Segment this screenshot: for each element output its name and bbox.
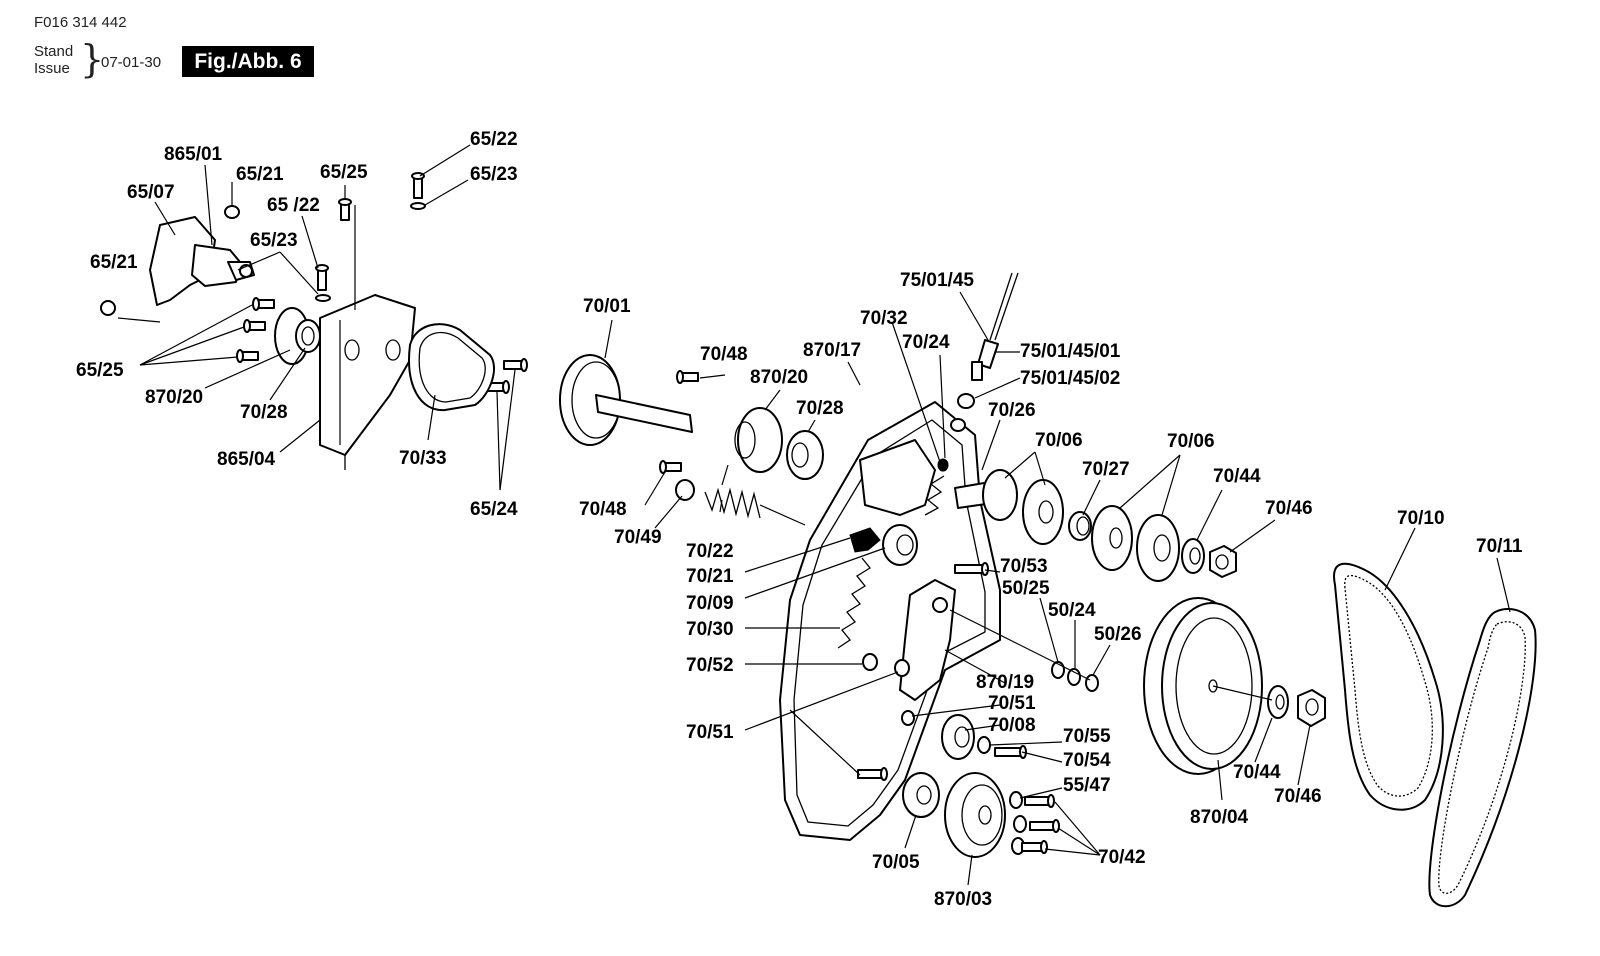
part-label-65-21-top: 65/21	[236, 164, 284, 185]
part-label-870-17: 870/17	[803, 340, 861, 361]
part-label-65-07: 65/07	[127, 182, 175, 203]
part-label-70-48-top: 70/48	[700, 344, 748, 365]
gear-shaft-70-01-part	[559, 354, 693, 446]
part-label-870-19: 870/19	[976, 672, 1034, 693]
part-label-70-54: 70/54	[1063, 750, 1111, 771]
part-label-70-24: 70/24	[902, 332, 950, 353]
plate-fastener-parts	[862, 653, 1099, 726]
part-label-70-49: 70/49	[614, 527, 662, 548]
issue-date: 07-01-30	[101, 54, 162, 71]
part-label-65-21-left: 65/21	[90, 252, 138, 273]
part-label-70-44-bottom: 70/44	[1233, 762, 1281, 783]
belt-70-11-part	[1428, 608, 1537, 908]
part-label-70-30: 70/30	[686, 619, 734, 640]
part-label-65-23: 65/23	[470, 164, 518, 185]
document-number: F016 314 442	[34, 14, 127, 31]
part-label-75-01-45: 75/01/45	[900, 270, 974, 291]
figure-badge: Fig./Abb. 6	[182, 46, 314, 77]
part-label-70-33: 70/33	[399, 448, 447, 469]
part-label-870-03: 870/03	[934, 889, 992, 910]
part-label-70-01: 70/01	[583, 296, 631, 317]
part-label-65-25-top: 65/25	[320, 162, 368, 183]
part-label-70-21: 70/21	[686, 566, 734, 587]
spring-70-30-part	[837, 557, 871, 649]
part-label-870-04: 870/04	[1190, 807, 1249, 828]
part-label-75-01-45-01: 75/01/45/01	[1020, 341, 1121, 362]
part-label-65-25-left: 65/25	[76, 360, 124, 381]
part-label-70-51-left: 70/51	[686, 722, 734, 743]
part-label-70-10: 70/10	[1397, 508, 1445, 529]
cable-75-01-45-part	[950, 272, 1019, 432]
part-label-65-24: 65/24	[470, 499, 518, 520]
belt-70-10-part	[1333, 562, 1444, 811]
lower-pulleys-part	[902, 772, 1060, 858]
part-label-70-44-top: 70/44	[1213, 466, 1261, 487]
part-label-70-46-top: 70/46	[1265, 498, 1313, 519]
leader-lines	[117, 144, 1511, 886]
part-label-75-01-45-02: 75/01/45/02	[1020, 368, 1120, 389]
part-label-55-47: 55/47	[1063, 775, 1111, 796]
part-label-70-53: 70/53	[1000, 556, 1048, 577]
part-label-65-22: 65/22	[470, 129, 518, 150]
flange-bearing-left	[274, 307, 321, 365]
part-label-70-48-bottom: 70/48	[579, 499, 627, 520]
bracket-plate-part	[319, 294, 416, 470]
part-label-50-25: 50/25	[1002, 578, 1050, 599]
part-label-70-42: 70/42	[1098, 847, 1146, 868]
part-label-70-51-right: 70/51	[988, 693, 1036, 714]
flange-70-48-part	[659, 370, 824, 501]
part-label-70-28-left: 70/28	[240, 402, 288, 423]
part-label-50-26: 50/26	[1094, 624, 1142, 645]
part-label-70-52: 70/52	[686, 655, 734, 676]
belt-70-33-part	[408, 323, 495, 412]
part-label-865-04: 865/04	[217, 449, 276, 470]
part-label-70-27: 70/27	[1082, 459, 1130, 480]
part-label-70-28-mid: 70/28	[796, 398, 844, 419]
part-label-870-20-left: 870/20	[145, 387, 203, 408]
part-label-70-08: 70/08	[988, 715, 1036, 736]
part-label-70-22: 70/22	[686, 541, 734, 562]
part-label-50-24: 50/24	[1048, 600, 1096, 621]
brace-symbol: }	[80, 37, 105, 81]
part-label-65-23-inner: 65/23	[250, 230, 298, 251]
spring-pin-part	[891, 321, 949, 516]
fastener-parts	[100, 172, 528, 394]
issue-label: Issue	[34, 60, 70, 77]
part-label-70-06-right: 70/06	[1167, 431, 1215, 452]
part-label-70-11: 70/11	[1476, 536, 1523, 557]
part-label-70-09: 70/09	[686, 593, 734, 614]
part-label-70-06-left: 70/06	[1035, 430, 1083, 451]
part-label-65-22-inner: 65 /22	[267, 195, 320, 216]
gear-cover-870-17-part	[779, 401, 1001, 841]
part-label-70-55: 70/55	[1063, 726, 1111, 747]
part-label-865-01: 865/01	[164, 144, 223, 165]
stand-label: Stand	[34, 43, 74, 60]
lever-bearing-part	[849, 524, 989, 576]
large-pulley-870-04-part	[1143, 597, 1326, 775]
part-label-70-46-bottom: 70/46	[1274, 786, 1322, 807]
part-label-70-32: 70/32	[860, 308, 908, 329]
spring-70-22-part	[704, 487, 761, 519]
plate-870-19-part	[899, 579, 956, 701]
part-label-70-26: 70/26	[988, 400, 1036, 421]
part-label-70-05: 70/05	[872, 852, 920, 873]
shaft-disc-stack-part	[954, 469, 1237, 582]
part-label-870-20-mid: 870/20	[750, 367, 808, 388]
motor-housing-part	[149, 216, 255, 306]
part-labels: 865/01 65/21 65/07 65/25 65 /22 65/22 65…	[76, 129, 1523, 910]
